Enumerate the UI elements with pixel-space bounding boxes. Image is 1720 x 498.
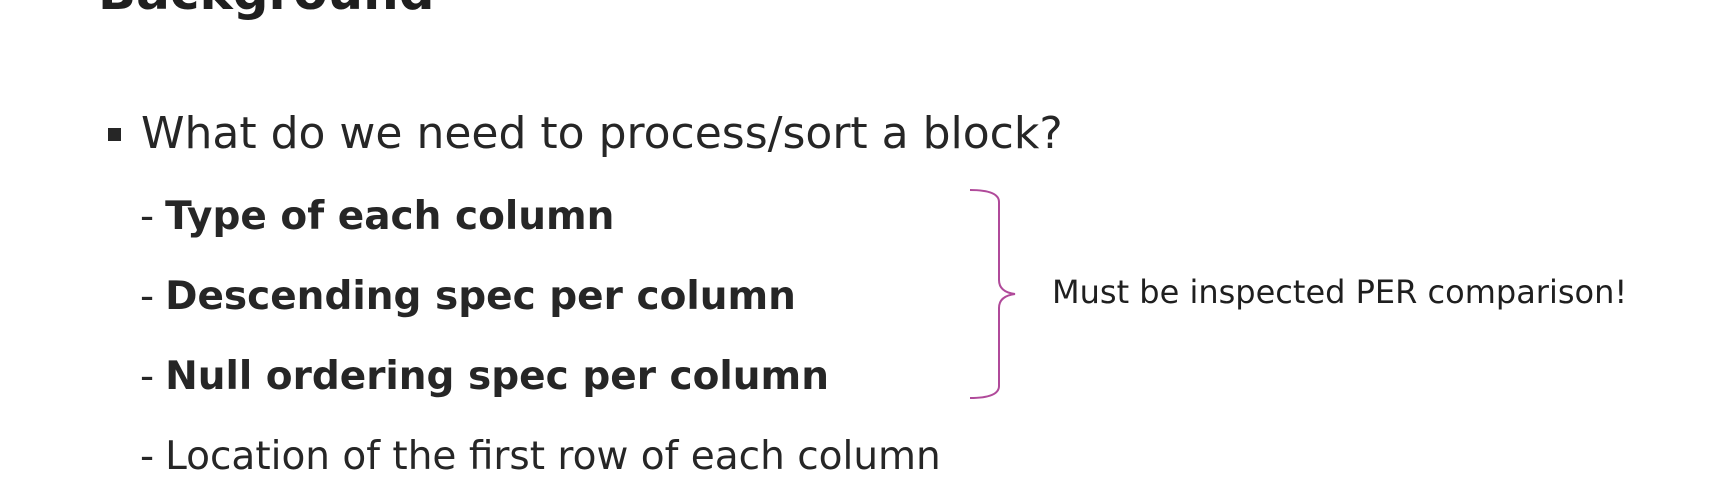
slide-title: Background <box>98 0 435 22</box>
sub-item-null-ordering: - Null ordering spec per column <box>140 349 829 405</box>
sub-item-descending: - Descending spec per column <box>140 269 796 325</box>
dash-marker: - <box>140 434 155 479</box>
brace-path <box>969 189 1016 399</box>
dash-marker: - <box>140 354 155 399</box>
sub-item-location: - Location of the first row of each colu… <box>140 429 941 485</box>
main-bullet: What do we need to process/sort a block? <box>108 104 1063 164</box>
brace-note: Must be inspected PER comparison! <box>1052 273 1628 311</box>
main-bullet-text: What do we need to process/sort a block? <box>141 108 1063 159</box>
sub-item-text: Null ordering spec per column <box>165 354 829 399</box>
square-bullet-icon <box>108 127 121 141</box>
sub-item-text: Location of the first row of each column <box>165 434 941 479</box>
sub-item-text: Type of each column <box>165 194 615 239</box>
dash-marker: - <box>140 194 155 239</box>
dash-marker: - <box>140 274 155 319</box>
sub-item-text: Descending spec per column <box>165 274 796 319</box>
right-brace-icon <box>969 189 1016 399</box>
sub-item-type: - Type of each column <box>140 189 614 245</box>
